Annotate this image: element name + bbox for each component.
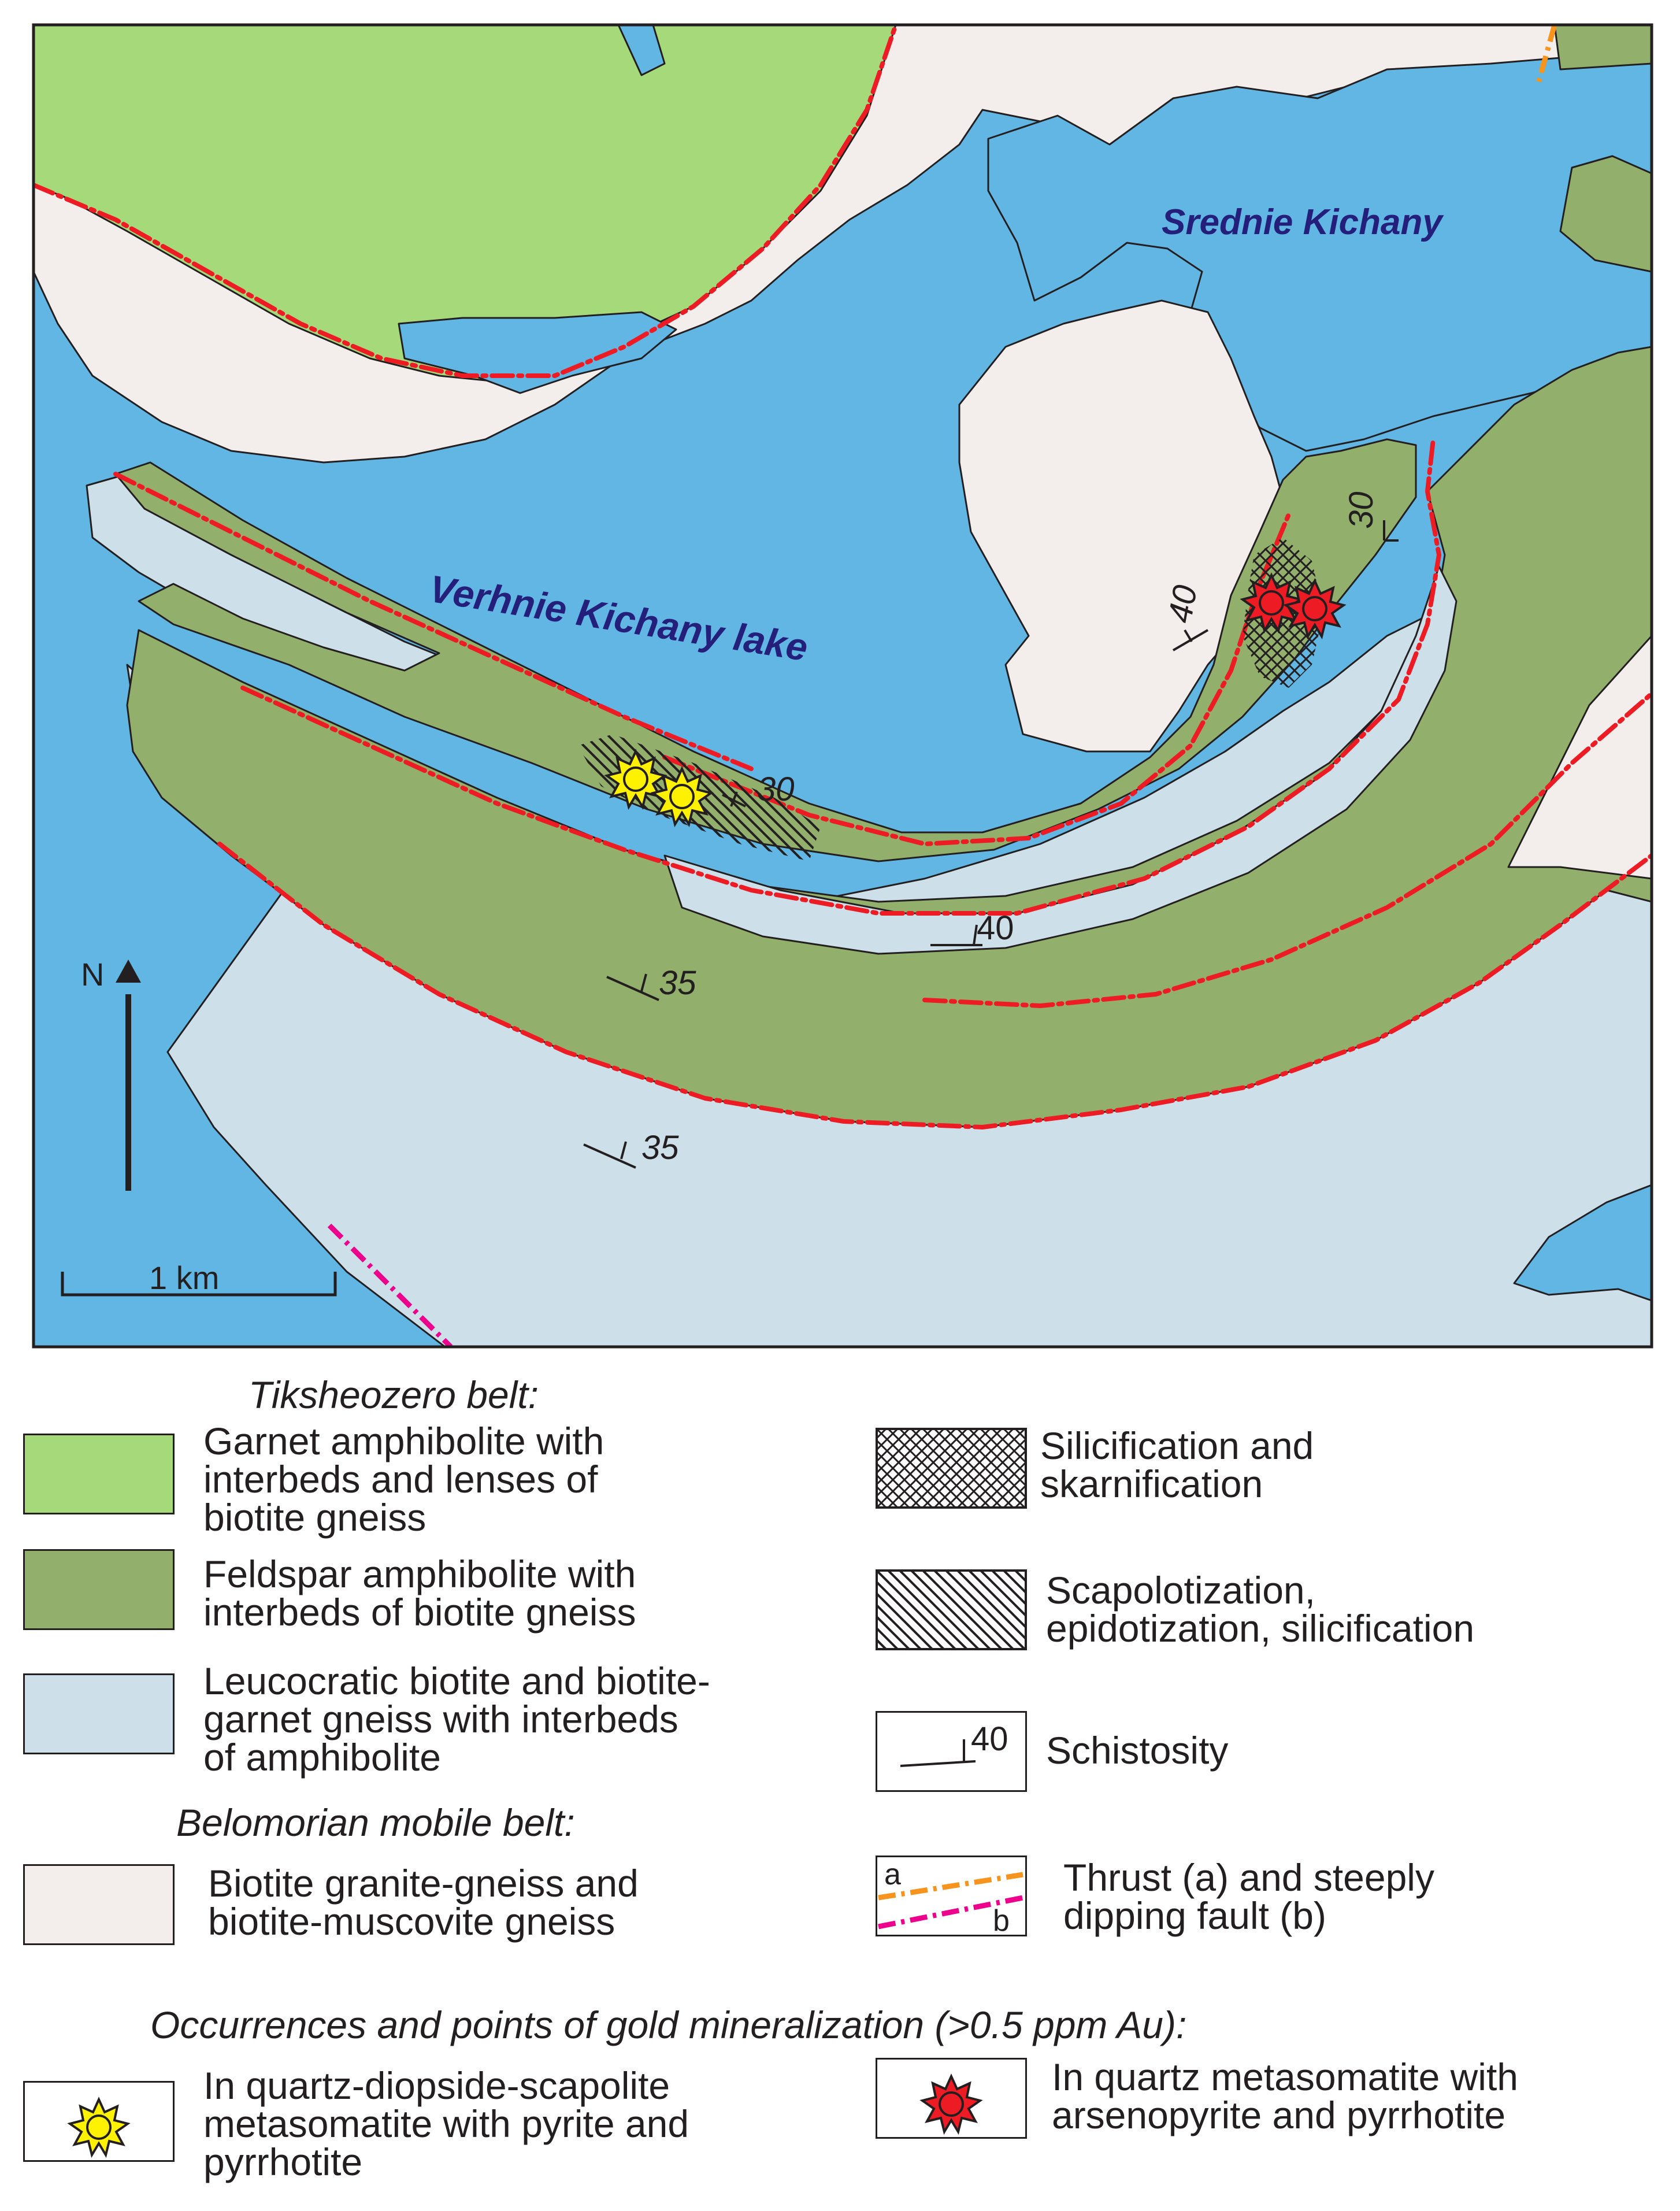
swatch-silicification <box>876 1428 1027 1509</box>
swatch-gold-red <box>876 2058 1027 2139</box>
north-arrow-icon <box>116 960 141 983</box>
steep-fault-bottom-left <box>327 1223 453 1347</box>
swatch-schistosity: 40 <box>876 1711 1027 1792</box>
schistosity-sample-label: 40 <box>971 1720 1008 1758</box>
swatch-faults: a b <box>876 1856 1027 1938</box>
lake-label-srednie: Srednie Kichany <box>1162 202 1444 242</box>
swatch-gold-yellow <box>23 2081 175 2162</box>
swatch-biotite-granite-gneiss <box>23 1864 175 1945</box>
fault-line-outer-arc <box>217 842 1652 1129</box>
tiksheozero-belt-heading: Tiksheozero belt: <box>249 1373 539 1416</box>
dip-label: 40 <box>1161 582 1204 625</box>
legend-schistosity: Schistosity <box>1046 1729 1229 1772</box>
feldspar-amphibolite-ne-corner <box>1553 25 1652 71</box>
yellow-gold-occurrences <box>604 749 714 828</box>
small-lake-north <box>398 311 677 394</box>
scale-label: 1 km <box>149 1260 219 1296</box>
map-frame <box>32 23 1653 1349</box>
inlet-top <box>617 25 666 76</box>
belomorian-belt-heading: Belomorian mobile belt: <box>176 1801 575 1844</box>
fault-b-label: b <box>993 1904 1010 1938</box>
fault-line-inner-arc <box>662 512 1291 846</box>
feldspar-amphibolite-east-lens <box>1559 155 1652 273</box>
legend-leucocratic-gneiss: Leucocratic biotite and biotite-garnet g… <box>203 1660 710 1779</box>
fault-a-label: a <box>884 1858 901 1891</box>
feldspar-amphibolite-west-spur <box>114 438 1417 862</box>
red-gold-occurrences <box>1240 572 1347 640</box>
dip-label: 35 <box>659 964 696 1002</box>
gold-mineralization-heading: Occurrences and points of gold mineraliz… <box>150 2003 1187 2046</box>
legend-scapolotization: Scapolotization,epidotization, silicific… <box>1046 1569 1475 1650</box>
dip-label: 40 <box>977 909 1014 947</box>
srednie-kichany-water <box>987 45 1652 452</box>
fault-line-middle-arc <box>240 437 1441 916</box>
thrust-line-top-right <box>1534 25 1557 88</box>
schistosity-symbols <box>583 520 1399 1169</box>
dip-label: 35 <box>641 1129 679 1166</box>
swatch-scapolotization <box>876 1569 1027 1650</box>
fault-line-east <box>922 691 1652 1008</box>
north-arrow: N <box>81 956 141 1191</box>
fault-line-west-spur <box>113 472 754 771</box>
north-label: N <box>81 956 104 992</box>
dip-label: 30 <box>757 771 795 808</box>
swatch-garnet-amphibolite <box>23 1434 175 1514</box>
swatch-feldspar-amphibolite <box>23 1549 175 1630</box>
swatch-leucocratic-gneiss <box>23 1673 175 1754</box>
dip-label: 30 <box>1342 491 1380 529</box>
fault-line-north <box>34 25 898 378</box>
scale-bar: 1 km <box>61 1260 337 1297</box>
